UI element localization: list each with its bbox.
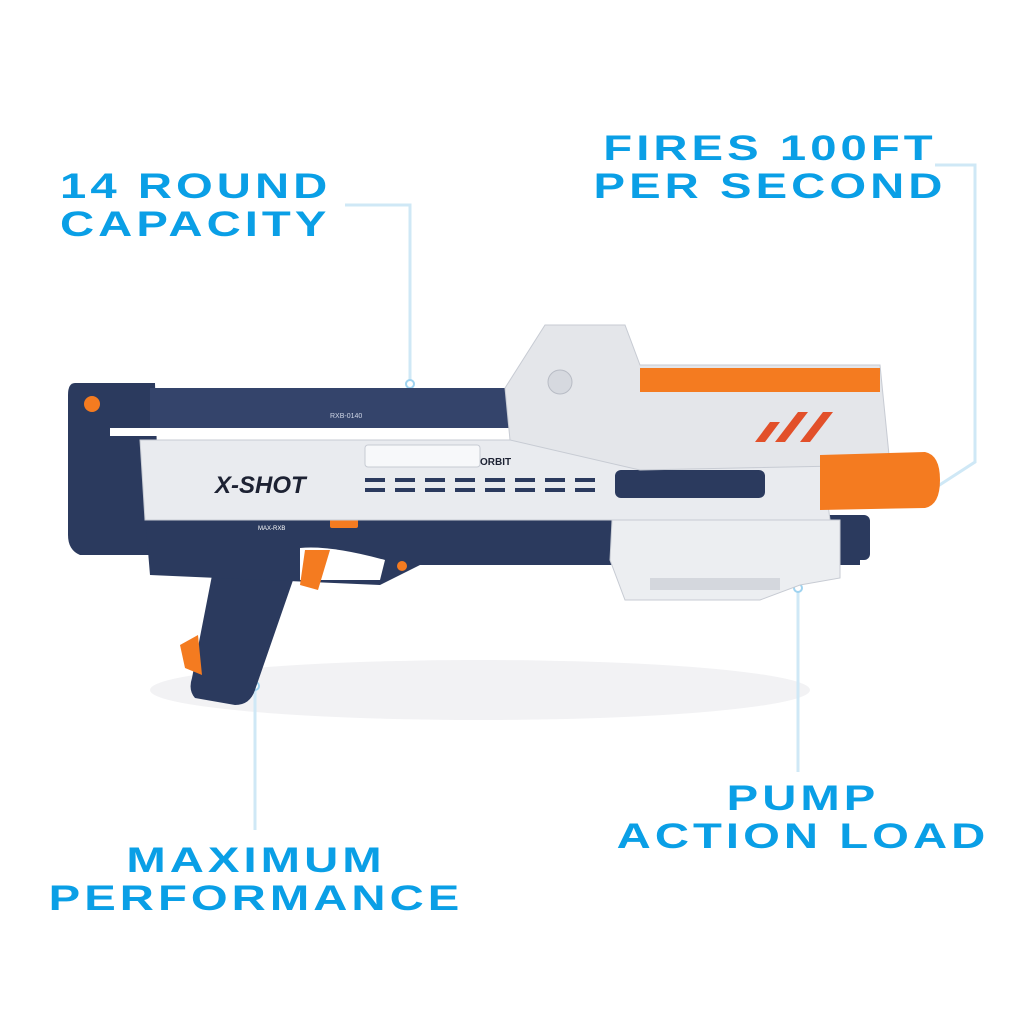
- stock: [68, 383, 160, 555]
- leader-line-speed: [935, 163, 977, 488]
- callout-line: FIRES 100FT: [603, 129, 937, 168]
- callout-line: PER SECOND: [593, 167, 947, 206]
- callout-line: PERFORMANCE: [48, 879, 464, 918]
- top-shroud: [504, 324, 891, 471]
- leader-lines: [253, 163, 977, 830]
- callout-line: 14 ROUND: [60, 167, 332, 206]
- barrel-tip: [820, 452, 940, 510]
- callout-line: PUMP: [726, 779, 880, 818]
- callout-line: MAXIMUM: [126, 841, 386, 880]
- callout-performance: MAXIMUM PERFORMANCE: [49, 842, 460, 918]
- xshot-logo: X-SHOT: [213, 472, 308, 499]
- grip: [190, 560, 300, 705]
- model-logo: ORBIT: [480, 457, 511, 468]
- spec-label: MAX-RXB: [258, 526, 285, 532]
- callout-line: ACTION LOAD: [616, 817, 990, 856]
- callout-line: CAPACITY: [60, 205, 331, 244]
- top-rail: [150, 388, 510, 428]
- callout-capacity: 14 ROUND CAPACITY: [60, 168, 350, 244]
- shadow: [150, 660, 810, 720]
- leader-line-capacity: [345, 203, 412, 382]
- callout-speed: FIRES 100FT PER SECOND: [594, 130, 943, 206]
- callout-pump: PUMP ACTION LOAD: [617, 780, 986, 856]
- rail-text: RXB-0140: [330, 413, 362, 420]
